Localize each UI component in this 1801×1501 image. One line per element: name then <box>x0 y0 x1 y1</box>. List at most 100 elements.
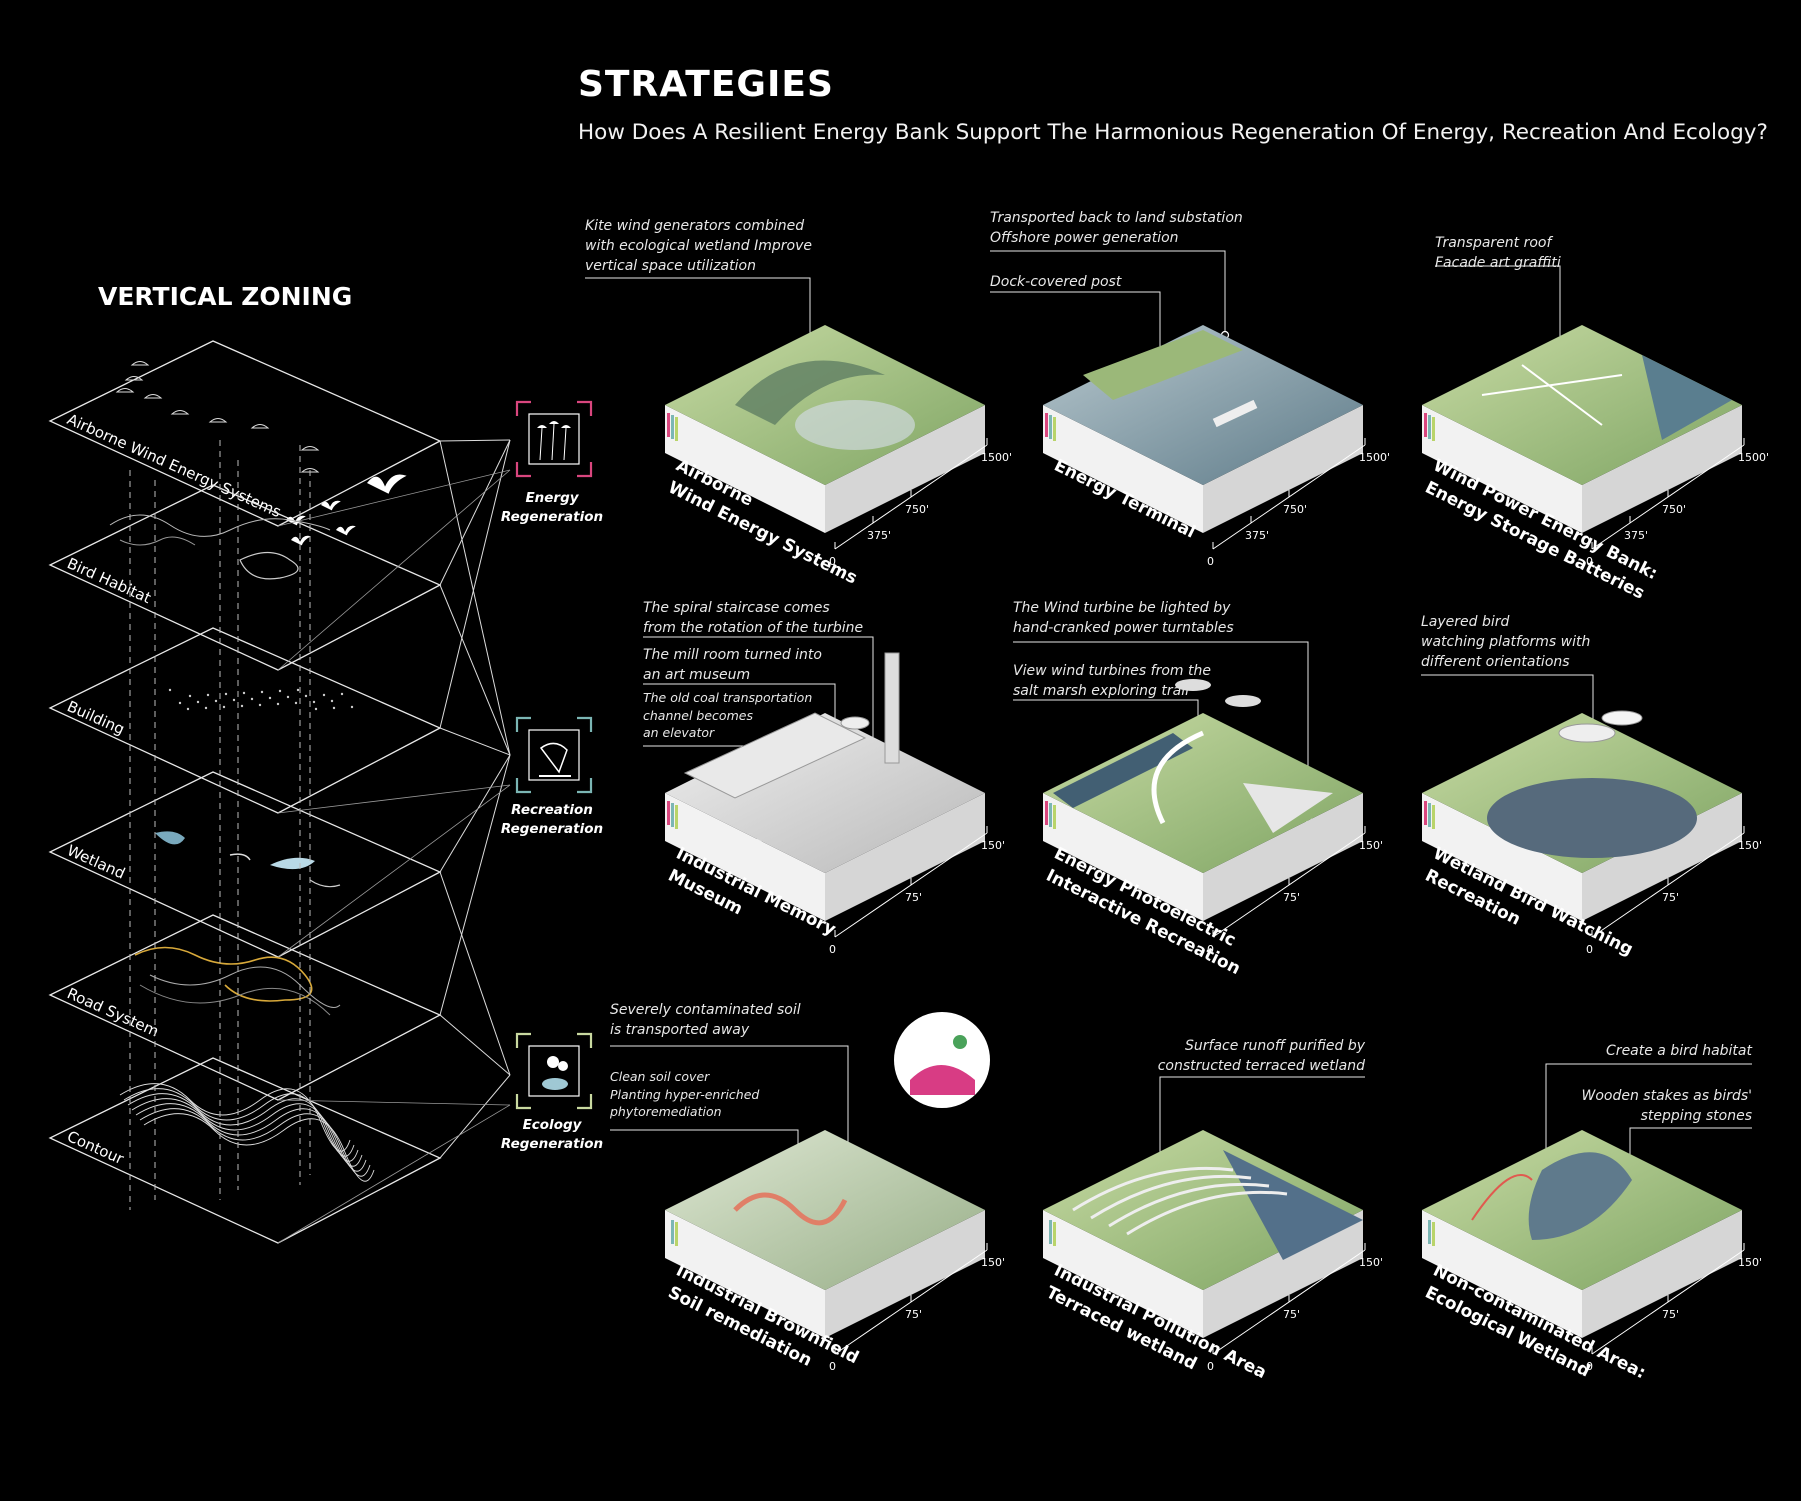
building-dot <box>222 705 226 709</box>
connector-line <box>277 469 511 527</box>
leader-line <box>990 250 1226 335</box>
layer-connector-lines <box>277 439 511 1244</box>
icon-frame-corner <box>577 1094 593 1110</box>
connector-line <box>277 1099 511 1106</box>
building-dot <box>178 701 182 705</box>
regen-ecology-label: Ecology Regeneration <box>492 1116 612 1154</box>
turbine-canopy <box>1175 679 1211 691</box>
block-side-left <box>665 1210 825 1338</box>
contour-line <box>119 1083 351 1152</box>
ship <box>1212 399 1258 428</box>
block-side-right <box>1203 405 1363 533</box>
block-color-stripe <box>1432 417 1435 441</box>
block-side-right <box>825 793 985 921</box>
leader-line <box>1013 641 1309 818</box>
block-side-right <box>1582 793 1742 921</box>
scale-label: 750' <box>1662 503 1686 516</box>
kite-icon <box>561 425 571 428</box>
pond <box>1487 778 1697 858</box>
connector-line <box>439 871 511 1076</box>
scale-label: 1500' <box>1359 451 1390 464</box>
water-area <box>1223 1150 1363 1260</box>
scale-label: 0 <box>1207 555 1214 568</box>
connector-line <box>277 1104 511 1244</box>
block-color-stripe <box>1049 803 1052 827</box>
building-dot <box>224 692 228 696</box>
connector-line <box>439 754 511 873</box>
connector-line <box>277 784 511 814</box>
tree-icon <box>547 1056 559 1068</box>
road-line <box>139 984 331 1016</box>
contour-line <box>139 1108 371 1177</box>
scale-label: 750' <box>905 503 929 516</box>
scale-label: 150' <box>981 1256 1005 1269</box>
connector-line <box>439 754 511 1016</box>
annotation-wooden-stakes: Wooden stakes as birds'stepping stones <box>1581 1088 1752 1124</box>
block-side-right <box>1582 1210 1742 1338</box>
block-color-stripe <box>1428 803 1431 827</box>
ecology-regeneration-icon <box>515 1032 593 1110</box>
wetland-patch <box>229 853 251 861</box>
wetland-patch <box>270 857 315 870</box>
block-color-stripe <box>1049 415 1052 439</box>
road-line <box>149 966 341 1008</box>
icon-frame <box>528 729 580 781</box>
building-dot <box>250 697 254 701</box>
kite-icon <box>563 427 567 461</box>
block-side-right <box>825 1210 985 1338</box>
building-dot <box>260 690 264 694</box>
page-title: STRATEGIES <box>578 64 834 105</box>
block-side-left <box>1043 1210 1203 1338</box>
block-color-stripe <box>1045 801 1048 825</box>
connector-line <box>439 584 511 756</box>
block-side-left <box>665 405 825 533</box>
contour-line <box>143 1113 375 1182</box>
scale-label: 150' <box>1359 839 1383 852</box>
building-dot <box>278 689 282 693</box>
building-dot <box>214 699 218 703</box>
icon-frame-corner <box>577 1032 593 1048</box>
water-area <box>1053 733 1193 808</box>
block-color-stripe <box>1053 1222 1056 1246</box>
connector-line <box>439 727 511 756</box>
contour-line <box>135 1103 367 1172</box>
connector-line <box>439 439 511 442</box>
scale-label: 150' <box>1359 1256 1383 1269</box>
scale-label: 750' <box>1283 503 1307 516</box>
layer-label: Contour <box>64 1127 127 1168</box>
remediation-path <box>733 1192 848 1226</box>
icon-frame-corner <box>577 400 593 416</box>
block-side-right <box>1203 793 1363 921</box>
block-side-right <box>825 405 985 533</box>
bird-icon <box>367 474 407 494</box>
terrace-line <box>1126 1190 1288 1236</box>
leader-line <box>643 636 874 770</box>
block-side-left <box>1422 1210 1582 1338</box>
icon-frame-corner <box>577 462 593 478</box>
icon-frame-corner <box>515 716 531 732</box>
strategy-block: 075'150'Non-contaminated Area:Ecological… <box>1422 1130 1762 1383</box>
building-dot <box>350 705 354 709</box>
building-dot <box>242 691 246 695</box>
icon-frame-corner <box>515 1032 531 1048</box>
building-dot <box>296 688 300 692</box>
bird-icon <box>336 525 356 536</box>
layer-label: Road System <box>64 984 161 1040</box>
block-top-surface <box>1043 713 1363 873</box>
scale-label: 150' <box>1738 1256 1762 1269</box>
bird-platform <box>1558 723 1616 743</box>
scale-label: 0 <box>1207 943 1214 956</box>
wetland-patch <box>155 831 185 845</box>
habitat-texture <box>109 514 331 537</box>
building-dot <box>186 707 190 711</box>
block-color-stripe <box>1424 413 1427 437</box>
soil-detail <box>910 1065 975 1095</box>
scale-label: 0 <box>1586 555 1593 568</box>
